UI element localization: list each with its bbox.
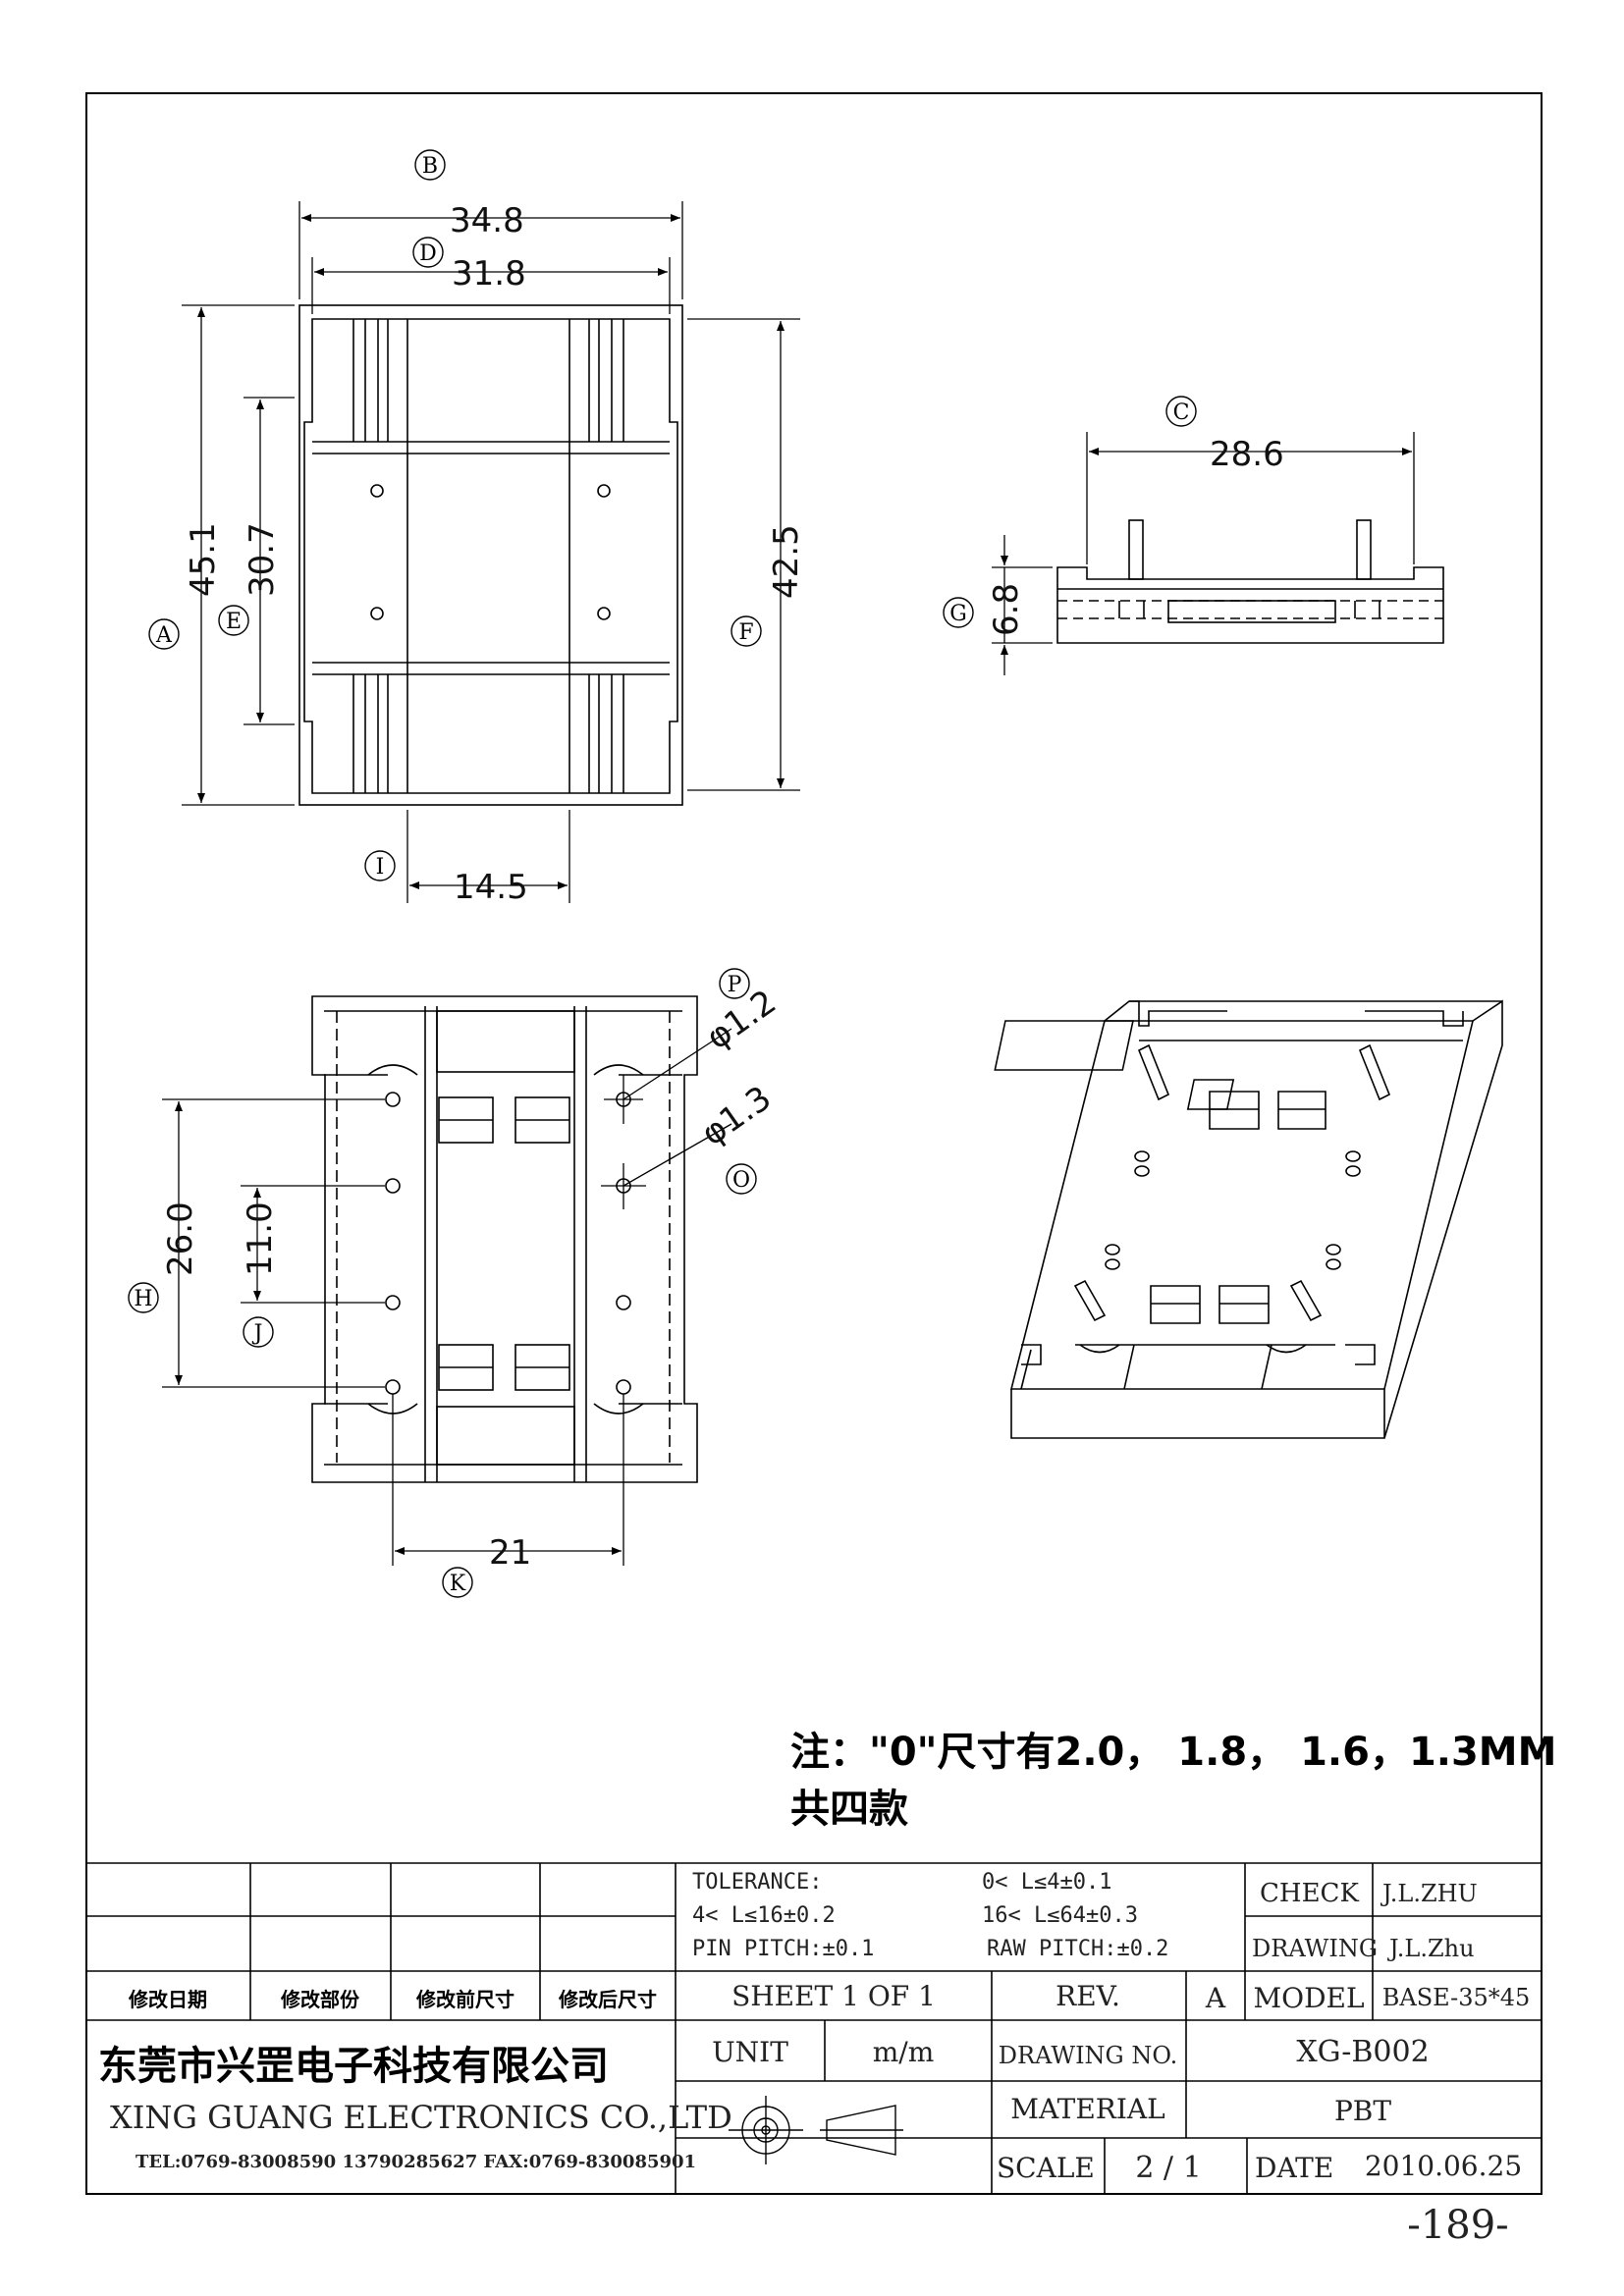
marker-h: H	[128, 1282, 159, 1313]
marker-c: C	[1165, 396, 1197, 427]
marker-j: J	[243, 1316, 274, 1348]
date-label: DATE	[1255, 2152, 1333, 2184]
svg-text:F: F	[738, 620, 753, 645]
drawing-value: J.L.Zhu	[1386, 1935, 1475, 1962]
dim-14-5: 14.5	[454, 868, 528, 907]
isometric-view	[994, 999, 1503, 1439]
pin-pitch: PIN PITCH:±0.1	[692, 1937, 874, 1961]
marker-o: O	[726, 1163, 757, 1195]
svg-text:O: O	[732, 1168, 750, 1193]
marker-i: I	[364, 850, 396, 881]
dim-11-0: 11.0	[241, 1201, 280, 1276]
after-size-header: 修改后尺寸	[558, 1988, 657, 2011]
scale-label: SCALE	[997, 2152, 1095, 2184]
dim-26-0: 26.0	[161, 1201, 200, 1276]
tolerance-range-1: 0< L≤4±0.1	[982, 1870, 1111, 1895]
side-view	[1056, 519, 1444, 644]
bottom-view-dimensions	[162, 1028, 732, 1566]
drawing-no-label: DRAWING NO.	[999, 2042, 1178, 2069]
material-value: PBT	[1334, 2095, 1391, 2127]
page-number: -189-	[1407, 2203, 1508, 2248]
revision-date-header: 修改日期	[128, 1988, 207, 2011]
dim-45-1: 45.1	[184, 522, 223, 597]
svg-text:A: A	[155, 623, 173, 648]
note-line-1: 注："0"尺寸有2.0， 1.8， 1.6，1.3MM	[790, 1730, 1556, 1775]
material-label: MATERIAL	[1010, 2093, 1164, 2125]
model-label: MODEL	[1253, 1982, 1364, 2014]
title-block-grid	[86, 1862, 1542, 2194]
marker-g: G	[943, 597, 974, 628]
drawing-border	[85, 92, 1543, 2195]
company-contact: TEL:0769-83008590 13790285627 FAX:0769-8…	[135, 2152, 696, 2172]
rev-label: REV.	[1056, 1980, 1120, 2012]
marker-d: D	[412, 237, 444, 268]
note-line-2: 共四款	[790, 1787, 908, 1832]
dim-30-7: 30.7	[243, 522, 282, 597]
dim-28-6: 28.6	[1210, 435, 1284, 474]
svg-text:C: C	[1173, 400, 1190, 425]
tolerance-range-3: 16< L≤64±0.3	[982, 1903, 1138, 1928]
svg-text:B: B	[422, 154, 438, 179]
model-value: BASE-35*45	[1382, 1984, 1531, 2011]
date-value: 2010.06.25	[1365, 2150, 1522, 2182]
side-view-dimensions	[992, 432, 1415, 675]
svg-text:H: H	[134, 1287, 152, 1311]
svg-text:J: J	[252, 1321, 263, 1346]
sheet-number: SHEET 1 OF 1	[731, 1980, 936, 2012]
dim-34-8: 34.8	[450, 201, 524, 240]
marker-b: B	[414, 149, 446, 181]
marker-e: E	[218, 605, 249, 636]
dim-phi-1-3: φ1.3	[694, 1079, 779, 1154]
dim-6-8: 6.8	[987, 583, 1026, 636]
unit-label: UNIT	[712, 2036, 788, 2068]
top-view-dimensions	[182, 201, 800, 903]
company-name-cn: 东莞市兴罡电子科技有限公司	[98, 2044, 609, 2089]
revision-part-header: 修改部份	[280, 1988, 360, 2011]
marker-k: K	[442, 1567, 473, 1598]
before-size-header: 修改前尺寸	[415, 1988, 514, 2011]
dim-21: 21	[489, 1533, 531, 1573]
drawing-no-value: XG-B002	[1296, 2035, 1429, 2069]
dim-31-8: 31.8	[452, 254, 526, 294]
unit-value: m/m	[873, 2036, 935, 2068]
dim-42-5: 42.5	[767, 524, 806, 599]
check-value: J.L.ZHU	[1380, 1880, 1478, 1907]
rev-value: A	[1205, 1982, 1226, 2014]
tolerance-label: TOLERANCE:	[692, 1870, 822, 1895]
marker-f: F	[731, 615, 762, 647]
drawing-label: DRAWING	[1252, 1935, 1378, 1962]
raw-pitch: RAW PITCH:±0.2	[987, 1937, 1168, 1961]
top-view	[298, 304, 683, 806]
svg-text:I: I	[376, 855, 385, 880]
company-name-en: XING GUANG ELECTRONICS CO.,LTD	[110, 2099, 732, 2136]
projection-symbol-icon	[729, 2096, 903, 2164]
bottom-view	[311, 995, 698, 1483]
check-label: CHECK	[1260, 1879, 1359, 1908]
marker-p: P	[719, 968, 750, 999]
marker-a: A	[148, 618, 180, 650]
svg-text:G: G	[949, 602, 967, 626]
svg-text:D: D	[419, 241, 437, 266]
svg-text:P: P	[728, 973, 742, 997]
svg-text:K: K	[450, 1572, 466, 1596]
tolerance-range-2: 4< L≤16±0.2	[692, 1903, 836, 1928]
scale-value: 2 / 1	[1135, 2151, 1201, 2185]
svg-text:E: E	[226, 610, 242, 634]
